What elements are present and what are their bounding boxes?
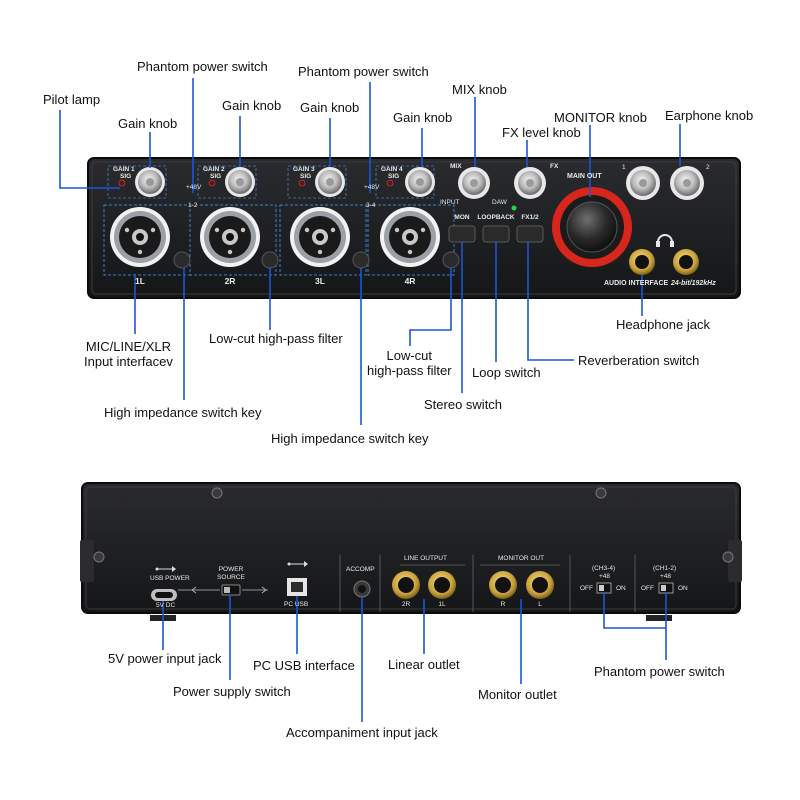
sig-label-2: SIG — [210, 173, 222, 180]
earphone-knobs[interactable] — [626, 166, 704, 200]
jack-l-label: L — [538, 601, 542, 608]
plus48-label-a: +48V — [186, 184, 202, 191]
input-label: INPUT — [440, 199, 460, 206]
callout-linear-outlet: Linear outlet — [388, 657, 460, 672]
jack-1l-label: 1L — [438, 601, 446, 608]
power-source-switch[interactable] — [178, 584, 268, 596]
fx12-label: FX1/2 — [521, 214, 539, 221]
callout-fx-level-knob: FX level knob — [502, 125, 581, 140]
hp2-label: 2 — [706, 164, 710, 171]
callout-mix-knob: MIX knob — [452, 82, 507, 97]
ch12-rear-label: (CH1-2) — [653, 565, 677, 572]
hp1-label: 1 — [622, 164, 626, 171]
combo-inputs[interactable] — [110, 207, 440, 267]
callout-phantom-power-2: Phantom power switch — [298, 64, 429, 79]
callout-gain-knob-4: Gain knob — [393, 110, 453, 125]
on-label-a: ON — [616, 585, 626, 592]
monitor-out-label: MONITOR OUT — [498, 555, 545, 562]
callout-low-cut-filter-1: Low-cut high-pass filter — [209, 331, 343, 346]
callout-phantom-power-rear: Phantom power switch — [594, 664, 725, 679]
callout-reverberation-switch: Reverberation switch — [578, 353, 700, 368]
main-out-label: MAIN OUT — [567, 173, 602, 180]
audio-interface-label: AUDIO INTERFACE — [604, 280, 669, 287]
pc-usb-label: PC USB — [284, 601, 309, 608]
sig-label-4: SIG — [388, 173, 400, 180]
p48-rear-a: +48 — [599, 573, 611, 580]
gain3-label: GAIN 3 — [293, 166, 315, 173]
input-1l-label: 1L — [135, 276, 145, 286]
callout-monitor-outlet: Monitor outlet — [478, 687, 557, 702]
callout-high-impedance-1: High impedance switch key — [104, 405, 262, 420]
off-label-b: OFF — [641, 585, 654, 592]
callout-gain-knob-1: Gain knob — [118, 116, 178, 131]
callout-power-supply-switch: Power supply switch — [173, 684, 291, 699]
input-2r-label: 2R — [224, 276, 236, 286]
fx-label: FX — [550, 163, 559, 170]
callout-gain-knob-2: Gain knob — [222, 98, 282, 113]
usb-power-icon — [155, 566, 176, 572]
accomp-jack[interactable] — [353, 580, 371, 598]
accomp-label: ACCOMP — [346, 566, 375, 573]
callout-pilot-lamp: Pilot lamp — [43, 92, 101, 107]
callout-mic-input: MIC/LINE/XLR Input interfacev — [84, 339, 173, 369]
gain2-label: GAIN 2 — [203, 166, 225, 173]
spec-label: 24-bit/192kHz — [671, 280, 716, 287]
input-4r-label: 4R — [404, 276, 416, 286]
pc-usb-icon — [287, 561, 308, 567]
callout-lines — [59, 78, 681, 722]
callout-loop-switch: Loop switch — [472, 365, 541, 380]
callout-monitor-knob: MONITOR knob — [554, 110, 647, 125]
rear-panel — [80, 482, 742, 621]
callout-headphone-jack: Headphone jack — [616, 317, 710, 332]
p48-rear-b: +48 — [660, 573, 672, 580]
monitor-out-jacks[interactable] — [489, 571, 554, 599]
off-label-a: OFF — [580, 585, 593, 592]
callout-pc-usb: PC USB interface — [253, 658, 355, 673]
usb-c-port[interactable] — [151, 589, 177, 601]
jack-2r-label: 2R — [401, 601, 411, 608]
callout-accompaniment-jack: Accompaniment input jack — [286, 725, 438, 740]
loopback-label: LOOPBACK — [477, 214, 515, 221]
sig-label-1: SIG — [120, 173, 132, 180]
on-label-b: ON — [678, 585, 688, 592]
hi-z-buttons[interactable] — [173, 251, 460, 269]
ch12-label: 1-2 — [188, 202, 198, 209]
callout-earphone-knob: Earphone knob — [665, 108, 754, 123]
gain-knobs[interactable] — [135, 167, 435, 197]
callout-high-impedance-2: High impedance switch key — [271, 431, 429, 446]
gain1-label: GAIN 1 — [113, 166, 135, 173]
dc-label: 5V DC — [156, 602, 176, 609]
plus48-label-b: +48V — [364, 184, 380, 191]
headphone-icon — [656, 234, 674, 247]
daw-label: DAW — [492, 199, 507, 206]
callout-phantom-power-1: Phantom power switch — [137, 59, 268, 74]
mix-label: MIX — [450, 163, 462, 170]
usb-b-port[interactable] — [287, 578, 307, 596]
callout-gain-knob-3: Gain knob — [300, 100, 360, 115]
gain4-label: GAIN 4 — [381, 166, 403, 173]
callout-power-input-jack: 5V power input jack — [108, 651, 222, 666]
mix-fx-knobs[interactable] — [458, 167, 546, 199]
usb-power-label: USB POWER — [150, 575, 190, 582]
function-switches[interactable] — [448, 225, 544, 243]
input-3l-label: 3L — [315, 276, 325, 286]
sig-label-3: SIG — [300, 173, 312, 180]
sig-leds — [118, 179, 517, 211]
ch34-rear-label: (CH3-4) — [592, 565, 616, 572]
callout-low-cut-filter-2: Low-cut high-pass filter — [367, 348, 452, 378]
line-output-label: LINE OUTPUT — [404, 555, 447, 562]
headphone-jacks[interactable] — [629, 249, 699, 275]
ch34-label: 3-4 — [366, 202, 376, 209]
power-source-label: POWER SOURCE — [217, 566, 245, 581]
line-output-jacks[interactable] — [392, 571, 456, 599]
mon-label: MON — [454, 214, 470, 221]
jack-r-label: R — [500, 601, 506, 608]
callout-stereo-switch: Stereo switch — [424, 397, 503, 412]
main-out-knob[interactable] — [552, 187, 632, 267]
